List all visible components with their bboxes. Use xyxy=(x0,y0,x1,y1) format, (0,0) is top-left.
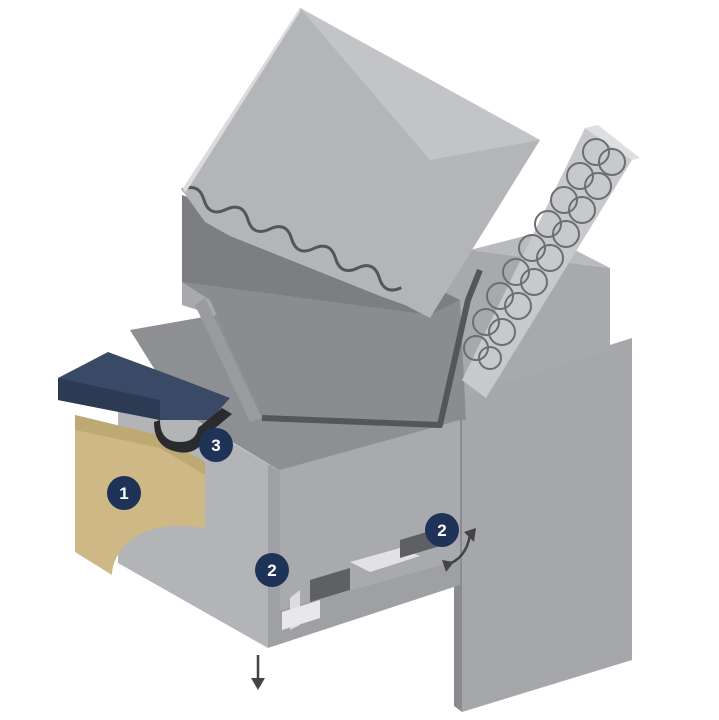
svg-text:2: 2 xyxy=(267,561,276,580)
callout-badge-3: 3 xyxy=(199,428,233,462)
arrow-down-icon xyxy=(251,655,265,690)
callout-badge-1: 1 xyxy=(107,476,141,510)
capping-trim xyxy=(58,352,232,453)
curved-double-arrow-icon xyxy=(442,528,476,572)
callout-badge-2-gutter: 2 xyxy=(255,553,289,587)
svg-text:1: 1 xyxy=(119,484,128,503)
insulation-mesh xyxy=(462,125,640,398)
svg-text:2: 2 xyxy=(437,521,446,540)
wall-panel xyxy=(454,338,632,712)
svg-text:3: 3 xyxy=(211,436,220,455)
roof-panel xyxy=(181,8,540,318)
callout-badge-2-outlet: 2 xyxy=(425,513,459,547)
